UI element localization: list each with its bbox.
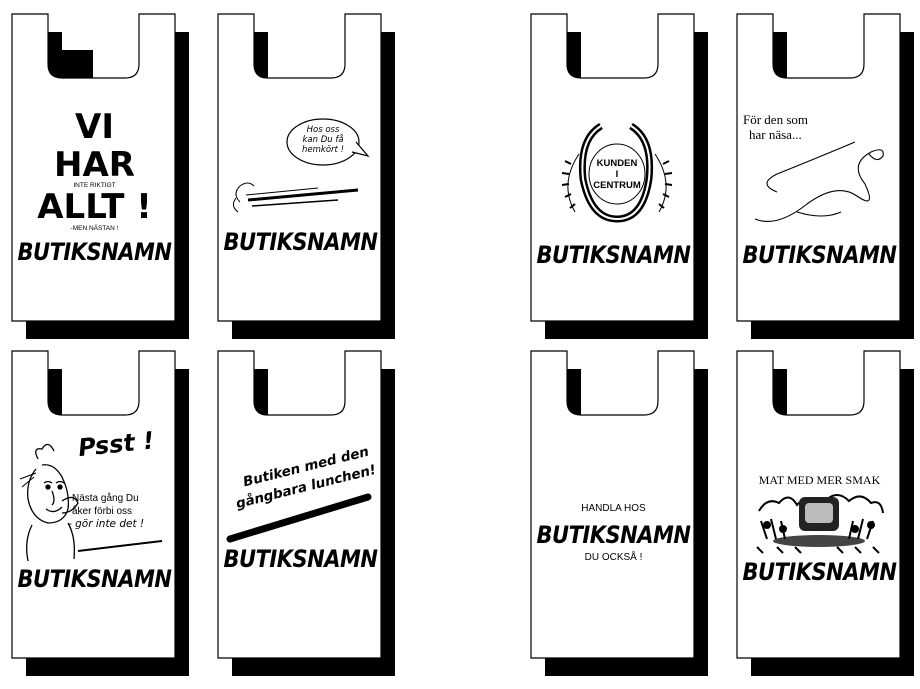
tagline-line-2: har näsa... bbox=[749, 127, 802, 142]
horseshoe-wreath-icon bbox=[561, 122, 673, 223]
brand-name: BUTIKSNAMN bbox=[17, 565, 172, 593]
bag-hemkort: Hos oss kan Du få hemkört ! BUTIKSNAMN bbox=[217, 13, 395, 339]
brand-name: BUTIKSNAMN bbox=[17, 238, 172, 266]
brand-name: BUTIKSNAMN bbox=[223, 545, 378, 573]
bag-outline bbox=[217, 13, 395, 339]
bag-kunden-i-centrum: KUNDEN I CENTRUM BUTIKSNAMN bbox=[530, 13, 708, 339]
brand-name: BUTIKSNAMN bbox=[536, 241, 691, 269]
bag-outline bbox=[530, 13, 708, 339]
whisper-line-1: Nästa gång Du bbox=[72, 493, 139, 504]
underline-stroke bbox=[77, 540, 163, 552]
bag-outline bbox=[11, 13, 189, 339]
bag-psst: Psst ! Nästa gång Du åker förbi oss - gö… bbox=[11, 350, 189, 676]
subline-inte-riktigt: INTE RIKTIGT bbox=[73, 182, 116, 189]
bag-outline bbox=[530, 350, 708, 676]
bag-outline bbox=[736, 350, 914, 676]
badge-line-3: CENTRUM bbox=[593, 180, 641, 191]
bag-for-den-som-har-nasa: För den som har näsa... BUTIKSNAMN bbox=[736, 13, 914, 339]
brand-name: BUTIKSNAMN bbox=[742, 241, 897, 269]
whisper-line-2: åker förbi oss bbox=[72, 506, 133, 517]
bag-outline bbox=[217, 350, 395, 676]
bubble-line-3: hemkört ! bbox=[302, 145, 344, 155]
brand-name: BUTIKSNAMN bbox=[536, 521, 691, 549]
bag-vi-har: VI HAR INTE RIKTIGT ALLT ! -MEN NÄSTAN !… bbox=[11, 13, 189, 339]
whisper-line-3: - gör inte det ! bbox=[68, 518, 145, 530]
headline-mat-med-mer-smak: MAT MED MER SMAK bbox=[758, 473, 881, 487]
text-below: DU OCKSÅ ! bbox=[584, 552, 643, 563]
badge-line-2: I bbox=[615, 169, 619, 180]
bag-outline bbox=[11, 350, 189, 676]
bag-outline bbox=[736, 13, 914, 339]
badge-line-1: KUNDEN bbox=[596, 158, 638, 169]
speed-lines-drawing bbox=[232, 182, 359, 213]
bag-mat-med-mer-smak: MAT MED MER SMAK BUTIKSNAMN bbox=[736, 350, 914, 676]
subline-men-nastan: -MEN NÄSTAN ! bbox=[70, 225, 119, 232]
food-still-life-engraving bbox=[753, 489, 885, 554]
text-above: HANDLA HOS bbox=[581, 503, 646, 514]
headline-allt: ALLT ! bbox=[37, 187, 152, 227]
bubble-line-1: Hos oss bbox=[306, 125, 340, 135]
speech-bubble bbox=[286, 118, 370, 166]
brand-name: BUTIKSNAMN bbox=[742, 558, 897, 586]
headline-vi: VI bbox=[75, 107, 114, 147]
nose-line-drawing bbox=[754, 141, 884, 222]
bag-handla-hos: HANDLA HOS BUTIKSNAMN DU OCKSÅ ! bbox=[530, 350, 708, 676]
bag-gangbara-lunchen: Butiken med den gångbara lunchen! BUTIKS… bbox=[217, 350, 395, 676]
brush-underline bbox=[226, 493, 372, 543]
brand-name: BUTIKSNAMN bbox=[223, 228, 378, 256]
tagline-line-1: För den som bbox=[743, 112, 808, 127]
bubble-line-2: kan Du få bbox=[302, 135, 344, 145]
headline-har: HAR bbox=[54, 145, 135, 185]
whispering-man-drawing bbox=[19, 443, 79, 562]
